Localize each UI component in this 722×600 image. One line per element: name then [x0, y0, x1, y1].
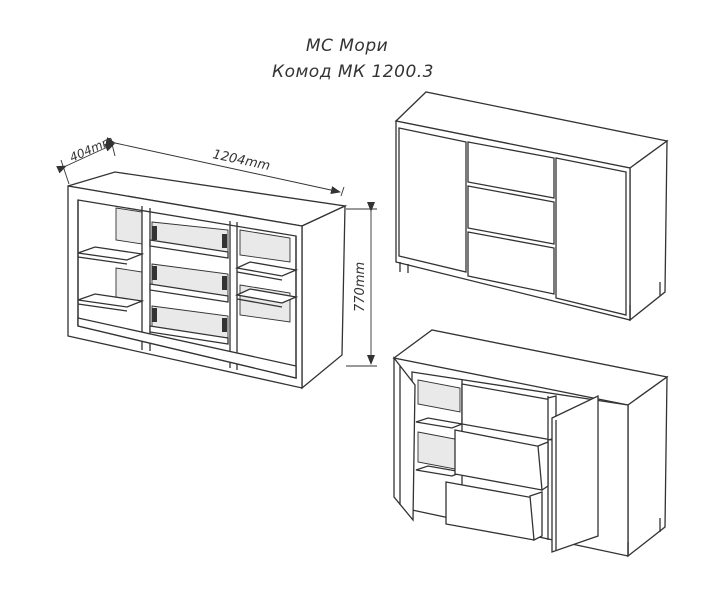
left-door-open — [393, 356, 416, 522]
side-panel — [301, 204, 346, 390]
open-drawer-3 — [445, 481, 543, 542]
drawer-front-2 — [467, 185, 555, 245]
depth-label: 404mm — [68, 133, 116, 165]
height-label: 770mm — [353, 262, 368, 312]
side-panel-open — [627, 375, 668, 558]
shelf-right-upper — [234, 261, 299, 277]
shelf-left-upper — [77, 246, 145, 261]
series-title: МС Мори — [305, 36, 389, 56]
height-dimension: 770mm — [346, 202, 377, 367]
drawer-3 — [149, 305, 229, 345]
model-title: Комод МК 1200.3 — [272, 62, 434, 82]
view-closed-front — [394, 91, 669, 322]
drawer-2 — [149, 263, 229, 303]
right-door-closed — [555, 157, 627, 316]
drawer-1 — [149, 221, 229, 259]
view-doors-open — [392, 329, 669, 558]
drawer-front-1 — [467, 141, 555, 199]
right-door-open — [551, 394, 599, 553]
left-door-closed — [398, 127, 467, 273]
width-label: 1204mm — [211, 147, 271, 174]
shelf-left-lower — [77, 293, 145, 308]
shelf-right-lower — [234, 288, 299, 304]
view-open-interior: 404mm 1204mm 770mm — [56, 133, 377, 390]
drawer-front-3 — [467, 231, 555, 295]
open-drawer-2 — [454, 429, 549, 492]
side-panel-closed — [629, 139, 668, 322]
